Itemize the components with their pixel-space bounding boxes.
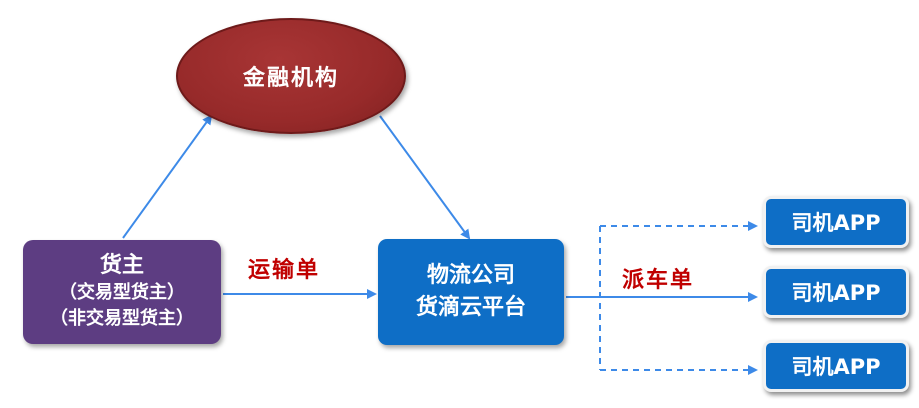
arrow-finance-to-platform [379, 115, 471, 240]
arrow-shipper-to-finance [122, 114, 213, 239]
platform-line-1: 物流公司 [426, 263, 515, 288]
shipper-subtitle-non-trading: （非交易型货主） [50, 308, 194, 329]
driver-app-label-2: 司机APP [791, 281, 881, 305]
driver-app-node-3: 司机APP [763, 340, 909, 392]
finance-institution-node: 金融机构 [176, 18, 406, 134]
transport-order-label: 运输单 [248, 258, 321, 283]
platform-line-2: 货滴云平台 [415, 295, 526, 320]
shipper-subtitle-trading: （交易型货主） [59, 282, 185, 303]
platform-node: 物流公司 货滴云平台 [378, 239, 564, 345]
shipper-title: 货主 [99, 253, 144, 278]
shipper-node: 货主 （交易型货主） （非交易型货主） [23, 240, 221, 344]
finance-institution-label: 金融机构 [242, 66, 339, 91]
dispatch-order-label: 派车单 [622, 268, 695, 293]
driver-app-node-1: 司机APP [763, 196, 909, 248]
driver-app-node-2: 司机APP [763, 266, 909, 318]
driver-app-label-1: 司机APP [791, 211, 881, 235]
driver-app-label-3: 司机APP [791, 355, 881, 379]
